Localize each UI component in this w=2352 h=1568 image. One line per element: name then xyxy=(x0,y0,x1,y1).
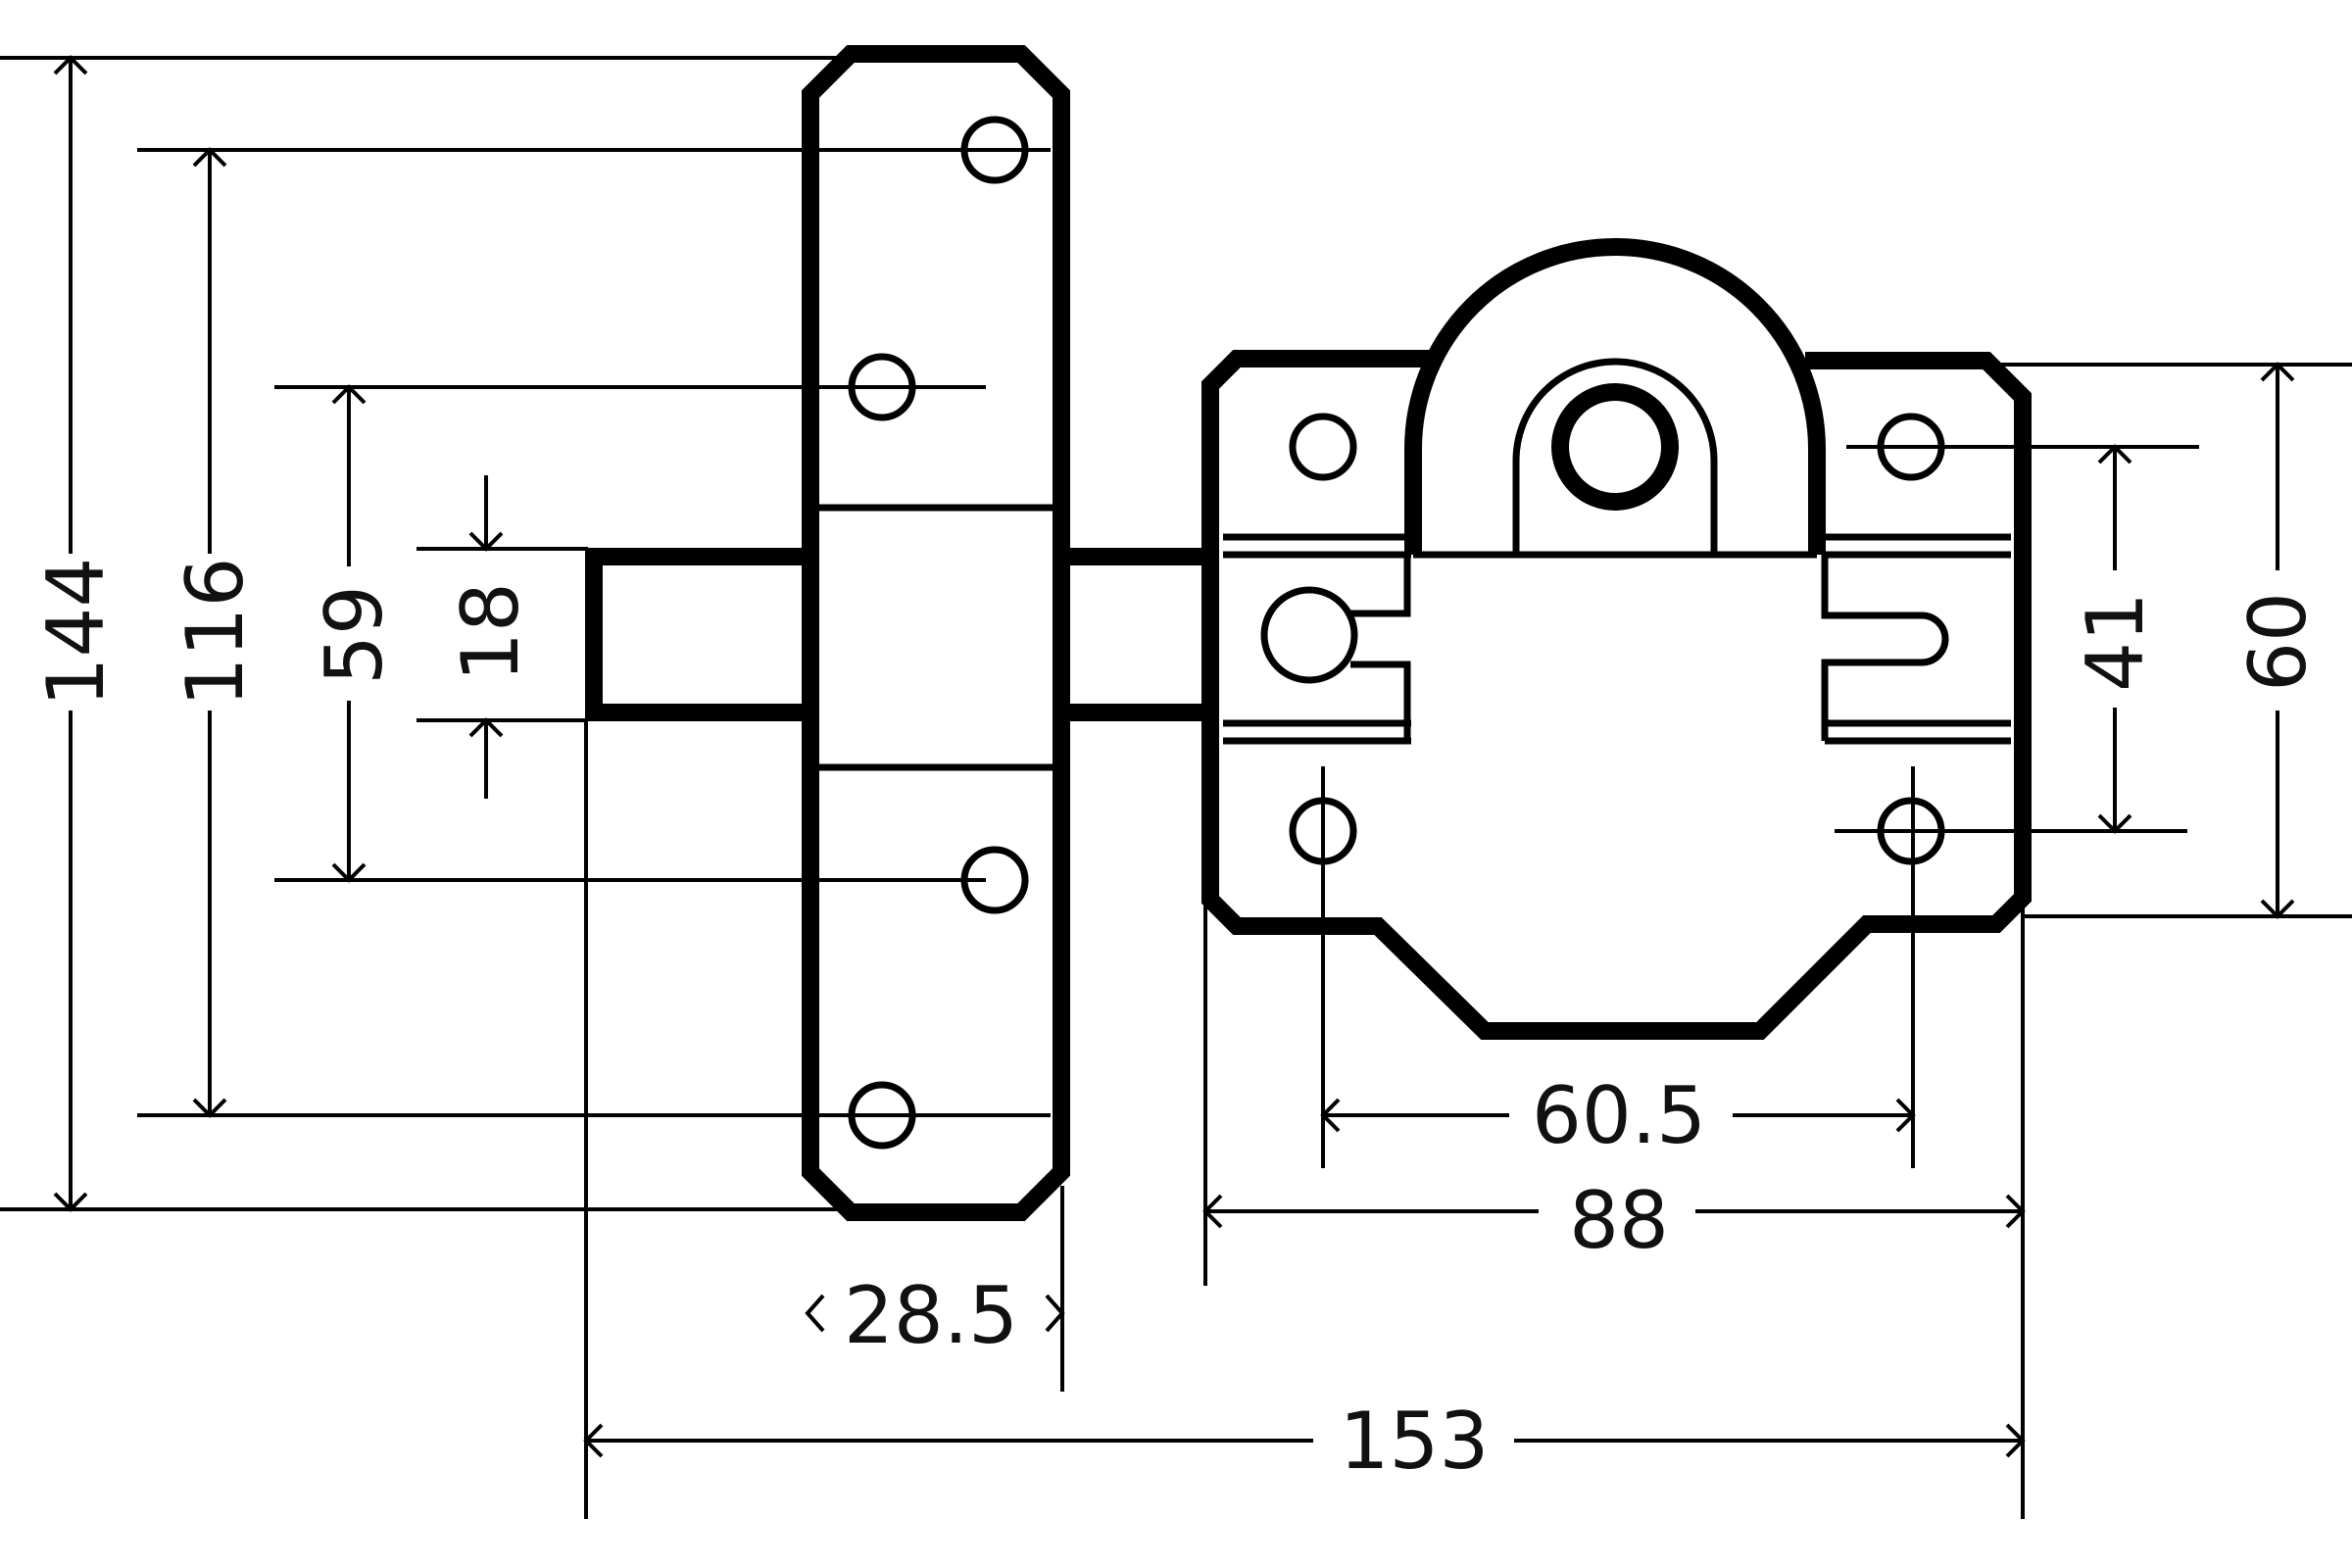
keeper-box xyxy=(1201,238,2032,1040)
dim-label-88: 88 xyxy=(1569,1175,1669,1266)
dim-label-18: 18 xyxy=(445,582,536,682)
bolt-bar xyxy=(585,548,1210,721)
dim-label-41: 41 xyxy=(2070,592,2161,692)
extension-lines xyxy=(0,56,2352,1519)
dim-label-153: 153 xyxy=(1340,1396,1490,1487)
dimension-18: 18 xyxy=(445,475,536,799)
keeper-slot-hole-left xyxy=(1260,586,1358,684)
dimension-59: 59 xyxy=(309,384,400,883)
dim-label-59: 59 xyxy=(309,585,400,685)
keeper-center-hole xyxy=(1551,383,1679,511)
dimension-41: 41 xyxy=(2070,444,2161,834)
dim-label-144: 144 xyxy=(30,558,122,708)
keeper-screw-hole-tl xyxy=(1289,413,1357,481)
dim-label-60-5: 60.5 xyxy=(1532,1070,1706,1161)
dim-label-28-5: 28.5 xyxy=(844,1270,1018,1361)
dim-label-116: 116 xyxy=(170,558,261,708)
dimension-153: 153 xyxy=(583,1396,2026,1487)
dimension-116: 116 xyxy=(170,147,261,1118)
dimension-28-5: 28.5 xyxy=(805,1270,1065,1361)
dimension-60-5: 60.5 xyxy=(1320,1070,1916,1161)
dimension-60: 60 xyxy=(2232,362,2324,919)
dimension-144: 144 xyxy=(30,55,122,1212)
dimension-88: 88 xyxy=(1202,1175,2026,1266)
dim-label-60: 60 xyxy=(2232,592,2324,692)
mounting-plate xyxy=(802,45,1070,1221)
